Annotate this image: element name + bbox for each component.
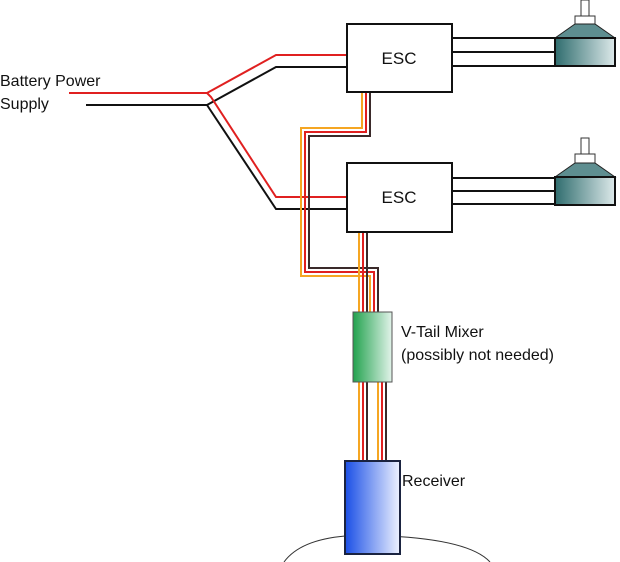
- battery-negative-wire: [86, 66, 347, 106]
- battery-wires: [69, 54, 347, 210]
- v-tail-mixer: [352, 311, 393, 383]
- motor-top-icon: [553, 0, 617, 67]
- battery-negative-branch: [206, 104, 347, 210]
- esc-bottom: ESC: [346, 162, 453, 233]
- battery-label-line1: Battery Power: [0, 73, 101, 90]
- esc-bottom-label: ESC: [382, 188, 417, 207]
- battery-label-line2: Supply: [0, 96, 49, 113]
- esc-top-label: ESC: [382, 49, 417, 68]
- esc-top-motor-wires: [452, 37, 555, 67]
- mixer-label-line1: V-Tail Mixer: [401, 324, 484, 341]
- esc-bottom-servo-lead: [358, 232, 368, 312]
- battery-positive-branch: [206, 92, 347, 198]
- battery-positive-wire: [69, 54, 347, 94]
- esc-top: ESC: [346, 23, 453, 93]
- receiver-label: Receiver: [402, 473, 466, 490]
- esc-top-servo-lead: [300, 90, 379, 312]
- mixer-to-receiver-leads: [358, 382, 387, 462]
- receiver: [344, 460, 401, 555]
- base-outline: [283, 535, 491, 562]
- motor-bottom-icon: [553, 137, 617, 206]
- mixer-label-line2: (possibly not needed): [401, 347, 554, 364]
- esc-bottom-motor-wires: [452, 177, 555, 205]
